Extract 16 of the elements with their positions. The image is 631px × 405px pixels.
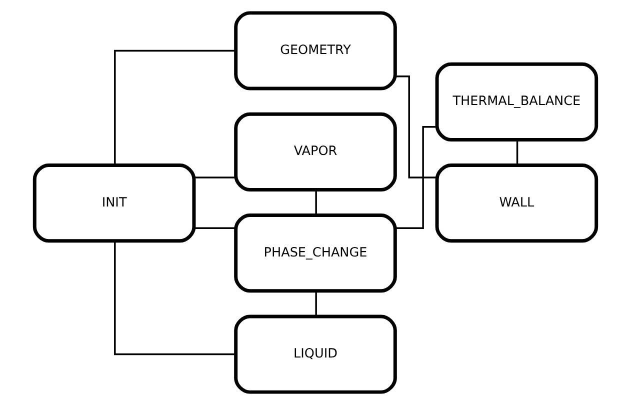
connector xyxy=(516,140,518,166)
node-box: INIT xyxy=(32,164,196,243)
connector xyxy=(194,227,236,229)
connector xyxy=(315,291,317,316)
connector xyxy=(315,190,317,216)
node-box: LIQUID xyxy=(234,314,397,394)
connector xyxy=(114,241,236,356)
node-box: PHASE_CHANGE xyxy=(234,214,397,293)
connector xyxy=(395,75,437,178)
node-box: WALL xyxy=(435,164,598,243)
connector xyxy=(114,50,236,166)
node-box: THERMAL_BALANCE xyxy=(435,62,598,142)
connector xyxy=(194,176,236,178)
connector xyxy=(395,126,437,229)
node-box: VAPOR xyxy=(234,112,397,192)
node-box: GEOMETRY xyxy=(234,11,397,90)
